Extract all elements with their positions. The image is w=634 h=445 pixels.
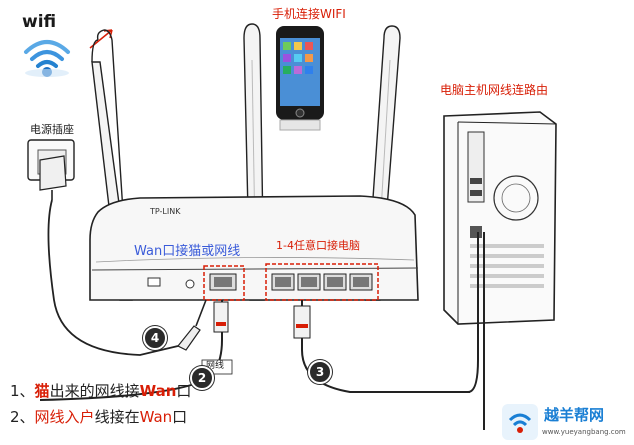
outlet-label: 电源插座 xyxy=(30,123,74,136)
desktop-tower-icon xyxy=(443,111,557,325)
step-marker-3: 3 xyxy=(308,360,332,384)
wan-port-label: Wan口接猫或网线 xyxy=(134,244,241,259)
watermark-title: 越羊帮网 xyxy=(544,406,605,424)
watermark-url: www.yueyangbang.com xyxy=(542,428,626,436)
computer-label: 电脑主机网线连路由 xyxy=(440,83,549,97)
instruction-2-highlight-cable: 网线入户 xyxy=(34,408,95,426)
svg-text:TP-LINK: TP-LINK xyxy=(149,207,181,216)
instruction-2-mid: 线接在 xyxy=(94,408,140,426)
power-cable xyxy=(47,199,179,356)
instruction-1-prefix: 1、 xyxy=(10,382,35,400)
wifi-signal-icon xyxy=(24,40,70,77)
instruction-line-2: 2、网线入户线接在Wan口 xyxy=(10,406,187,427)
power-outlet-icon xyxy=(27,139,75,200)
instruction-1-mid: 出来的网线接 xyxy=(49,382,140,400)
instruction-2-suffix: 口 xyxy=(172,408,188,426)
instruction-1-suffix: 口 xyxy=(176,382,192,400)
phone-label: 手机连接WIFI xyxy=(272,7,346,21)
instruction-1-highlight-wan: Wan xyxy=(139,382,177,400)
lan-ports-highlight xyxy=(265,263,379,301)
instruction-2-highlight-wan: Wan xyxy=(139,408,173,426)
lan-ports-label: 1-4任意口接电脑 xyxy=(276,239,360,252)
wireless-router-icon: TP-LINK xyxy=(89,195,419,301)
cable-tag: 网线 xyxy=(206,361,225,371)
watermark: 越羊帮网 www.yueyangbang.com xyxy=(470,398,634,445)
instruction-line-1: 1、猫出来的网线接Wan口 xyxy=(10,380,191,401)
step-marker-4: 4 xyxy=(143,326,167,350)
smartphone-icon xyxy=(276,26,324,131)
instruction-2-prefix: 2、 xyxy=(10,408,35,426)
wifi-logo-icon xyxy=(502,404,538,440)
wifi-label: wifi xyxy=(22,12,57,32)
step-marker-2: 2 xyxy=(190,366,214,390)
wan-port-highlight xyxy=(203,265,245,301)
instruction-1-highlight-modem: 猫 xyxy=(34,382,50,400)
